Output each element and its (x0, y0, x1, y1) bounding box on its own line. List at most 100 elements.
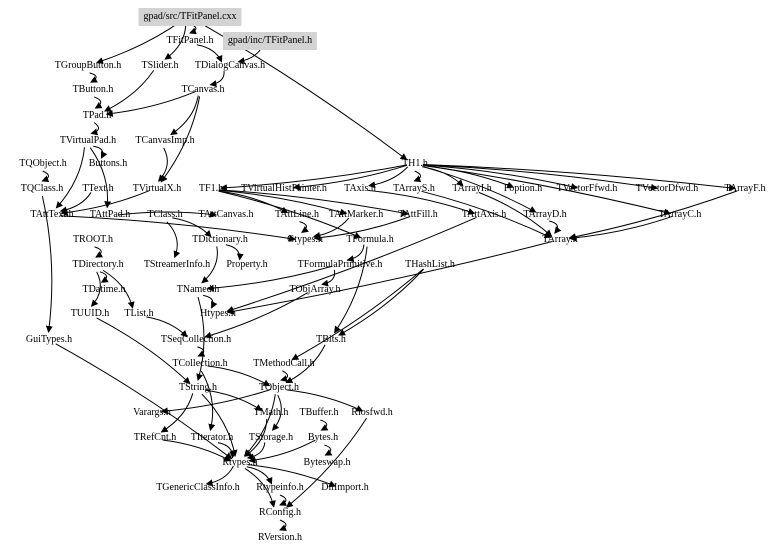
node-htypes[interactable]: Htypes.h (200, 308, 236, 319)
node-tobject[interactable]: TObject.h (258, 382, 300, 393)
node-tvectorffwd[interactable]: TVectorFfwd.h (556, 183, 618, 194)
node-tpad[interactable]: TPad.h (82, 110, 112, 121)
edge-TVirtualPad-to-Buttons (93, 145, 108, 159)
node-troot[interactable]: TROOT.h (72, 234, 114, 245)
node-thashlist[interactable]: THashList.h (405, 259, 455, 270)
edge-TMethodCall-to-TObject (280, 370, 289, 382)
edge-TNamed-to-TString (196, 296, 205, 381)
node-tattcanvas[interactable]: TAttCanvas.h (198, 209, 254, 220)
node-varargs[interactable]: Varargs.h (133, 407, 171, 418)
node-rtypeinfo[interactable]: Rtypeinfo.h (256, 482, 304, 493)
node-tarray[interactable]: TArray.h (542, 234, 578, 245)
node-tarrayd[interactable]: TArrayD.h (523, 209, 567, 220)
edge-TH1-to-TVirtualHistPainter (292, 164, 408, 191)
edge-TCanvasImp-to-TVirtualX (157, 147, 168, 182)
node-tattaxis[interactable]: TAttAxis.h (461, 209, 507, 220)
node-tformula[interactable]: TFormula.h (346, 234, 394, 245)
edge-TCanvas-to-TCanvasImp (170, 95, 199, 136)
edge-THashList-to-TMethodCall (291, 268, 424, 360)
node-inc-tfitpanel-h[interactable]: gpad/inc/TFitPanel.h (222, 32, 318, 50)
node-tlist[interactable]: TList.h (124, 308, 154, 319)
node-tstorage[interactable]: TStorage.h (248, 432, 294, 443)
node-tdirectory[interactable]: TDirectory.h (72, 259, 124, 270)
node-tuuid[interactable]: TUUID.h (70, 308, 110, 319)
edge-TFitPanel_cxx-to-TSlider (164, 22, 187, 60)
node-tvectordfwd[interactable]: TVectorDfwd.h (635, 183, 699, 194)
node-tmath[interactable]: TMath.h (253, 407, 289, 418)
node-titerator[interactable]: TIterator.h (190, 432, 234, 443)
node-rtypes[interactable]: Rtypes.h (222, 457, 258, 468)
edge-TIterator-to-Rtypes (217, 442, 237, 459)
node-tattfill[interactable]: TAttFill.h (398, 209, 438, 220)
node-tcanvas[interactable]: TCanvas.h (181, 84, 225, 95)
edge-TSlider-to-TPad (103, 70, 155, 112)
node-tattline[interactable]: TAttLine.h (275, 209, 319, 220)
edge-TClass-to-TDictionary (172, 217, 212, 238)
node-tarrayc[interactable]: TArrayC.h (658, 209, 702, 220)
node-tarrays[interactable]: TArrayS.h (393, 183, 435, 194)
node-tstring[interactable]: TString.h (178, 382, 218, 393)
edge-TList-to-TSeqCollection (146, 316, 188, 338)
node-rconfig[interactable]: RConfig.h (259, 507, 301, 518)
node-tstreamerinfo[interactable]: TStreamerInfo.h (143, 259, 211, 270)
edge-Rtypes-to-RConfig (244, 468, 276, 508)
node-rversion[interactable]: RVersion.h (258, 532, 302, 543)
edge-TFormula-to-TBits (334, 246, 368, 334)
node-tvirtualhistpainter[interactable]: TVirtualHistPainter.h (241, 183, 327, 194)
node-tseqcollection[interactable]: TSeqCollection.h (160, 334, 232, 345)
node-tformulaprimitive[interactable]: TFormulaPrimitive.h (297, 259, 383, 270)
node-bytes[interactable]: Bytes.h (307, 432, 339, 443)
node-byteswap[interactable]: Byteswap.h (303, 457, 351, 468)
node-tmethodcall[interactable]: TMethodCall.h (253, 358, 315, 369)
edge-TObject-to-TStorage (271, 394, 282, 431)
node-tgroupbutton[interactable]: TGroupButton.h (54, 60, 122, 71)
edge-TUUID-to-TString (96, 317, 191, 385)
node-tf1[interactable]: TF1.h (198, 183, 224, 194)
node-foption[interactable]: Foption.h (503, 183, 543, 194)
node-tslider[interactable]: TSlider.h (141, 60, 179, 71)
node-tclass[interactable]: TClass.h (147, 209, 183, 220)
node-tqobject[interactable]: TQObject.h (19, 158, 67, 169)
node-tnamed[interactable]: TNamed.h (176, 284, 220, 295)
edge-TArrayD-to-TArray (549, 220, 562, 234)
node-th1[interactable]: TH1.h (402, 158, 428, 169)
node-property[interactable]: Property.h (226, 259, 268, 270)
edge-Rtypes-to-TGenericClassInfo (205, 466, 234, 487)
edge-TCollection-to-TObject (207, 365, 271, 387)
node-ttext[interactable]: TText.h (82, 183, 114, 194)
node-taxis[interactable]: TAxis.h (344, 183, 376, 194)
node-tarrayi[interactable]: TArrayI.h (452, 183, 492, 194)
node-gtypes[interactable]: Gtypes.h (287, 234, 323, 245)
node-dllimport[interactable]: DllImport.h (321, 482, 369, 493)
node-tobjarray[interactable]: TObjArray.h (289, 284, 341, 295)
node-tdictionary[interactable]: TDictionary.h (192, 234, 248, 245)
node-tvirtualpad[interactable]: TVirtualPad.h (59, 135, 117, 146)
edge-TAttPad-to-TAttCanvas (117, 210, 217, 218)
node-tbutton[interactable]: TButton.h (72, 84, 114, 95)
edge-TF1-to-TFormula (218, 190, 362, 239)
node-buttons[interactable]: Buttons.h (88, 158, 128, 169)
edge-TF1-to-TAttMarker (218, 189, 348, 216)
node-tatttext[interactable]: TAttText.h (30, 209, 74, 220)
edge-GuiTypes-to-Rtypes (55, 343, 233, 460)
node-tgenericclassinfo[interactable]: TGenericClassInfo.h (156, 482, 240, 493)
node-tqclass[interactable]: TQClass.h (20, 183, 64, 194)
node-riosfwd[interactable]: Riosfwd.h (351, 407, 393, 418)
edge-TFormula-to-TFormulaPrimitive (346, 244, 365, 263)
node-guitypes[interactable]: GuiTypes.h (25, 334, 73, 345)
node-tcanvasimp[interactable]: TCanvasImp.h (135, 135, 195, 146)
node-trefcnt[interactable]: TRefCnt.h (133, 432, 177, 443)
node-tbuffer[interactable]: TBuffer.h (299, 407, 339, 418)
node-tattpad[interactable]: TAttPad.h (89, 209, 131, 220)
node-tdialogcanvas[interactable]: TDialogCanvas.h (194, 60, 266, 71)
node-tarrayf[interactable]: TArrayF.h (724, 183, 766, 194)
node-tfitpanel-h[interactable]: TFitPanel.h (166, 35, 214, 46)
node-tfitpanel-cxx[interactable]: gpad/src/TFitPanel.cxx (138, 8, 242, 26)
node-tdatime[interactable]: TDatime.h (82, 284, 126, 295)
node-tcollection[interactable]: TCollection.h (172, 358, 228, 369)
node-tvirtualx[interactable]: TVirtualX.h (132, 183, 182, 194)
edge-THashList-to-TBits (338, 268, 424, 336)
node-tattmarker[interactable]: TAttMarker.h (328, 209, 384, 220)
node-tbits[interactable]: TBits.h (316, 334, 346, 345)
